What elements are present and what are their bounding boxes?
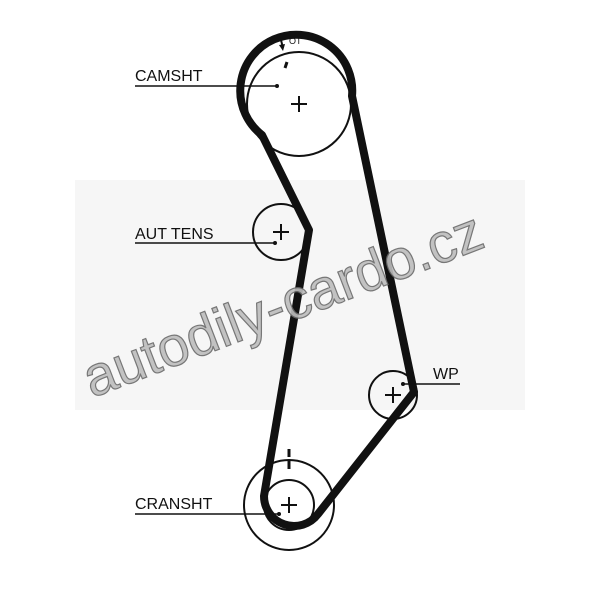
center-marks xyxy=(273,96,401,513)
ot-arrowhead-icon xyxy=(279,44,285,51)
crankshaft-damper xyxy=(243,459,335,551)
timing-belt xyxy=(236,30,418,530)
crankshaft-label: CRANSHT xyxy=(135,496,213,513)
water-pump-label: WP xyxy=(433,366,459,383)
camshaft-label: CAMSHT xyxy=(135,68,203,85)
timing-marks xyxy=(283,61,291,469)
tensioner-label: AUT TENS xyxy=(135,226,214,243)
ot-label: OT xyxy=(289,36,302,46)
